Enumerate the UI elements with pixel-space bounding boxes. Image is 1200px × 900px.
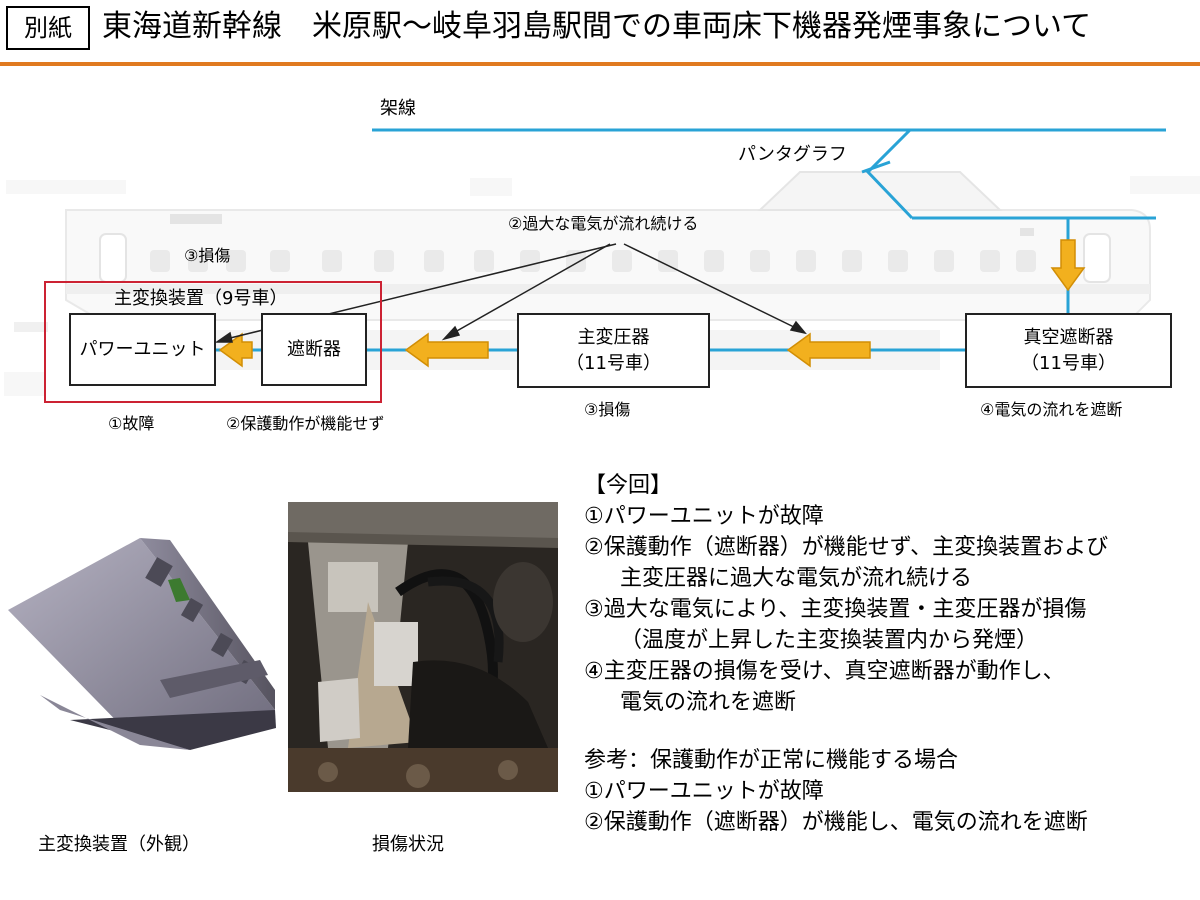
power-wiring <box>214 128 1166 352</box>
converter-exterior-caption: 主変換装置（外観） <box>38 834 200 855</box>
excess-power-label: ②過大な電気が流れ続ける <box>508 214 699 233</box>
appendix-tag: 別紙 <box>6 6 90 50</box>
overhead-line-label: 架線 <box>380 98 416 119</box>
damage-label-top: ③損傷 <box>184 246 231 265</box>
failure-label: ①故障 <box>108 414 155 433</box>
arrow-to-converter <box>404 332 489 368</box>
reference-item: ②保護動作（遮断器）が機能し、電気の流れを遮断 <box>584 810 1088 835</box>
breaker-box: 遮断器 <box>261 313 367 386</box>
power-unit-label: パワーユニット <box>79 338 206 360</box>
page-title: 東海道新幹線 米原駅～岐阜羽島駅間での車両床下機器発煙事象について <box>102 9 1092 44</box>
converter-title: 主変換装置（9号車） <box>114 288 288 309</box>
protection-failed-label: ②保護動作が機能せず <box>226 414 385 433</box>
vacuum-breaker-car-label: （11号車） <box>1021 352 1116 374</box>
damage-label: ③損傷 <box>584 400 631 419</box>
note-item-continuation: （温度が上昇した主変換装置内から発煙） <box>620 628 1039 653</box>
power-unit-box: パワーユニット <box>69 313 216 386</box>
reference-item: ①パワーユニットが故障 <box>584 779 824 804</box>
converter-unit-frame <box>44 281 382 403</box>
transformer-car-label: （11号車） <box>566 352 661 374</box>
vacuum-breaker-label: 真空遮断器 <box>1023 326 1114 348</box>
explanation-notes: 【今回】 ①パワーユニットが故障 ②保護動作（遮断器）が機能せず、主変換装置およ… <box>584 470 1184 838</box>
note-item: ②保護動作（遮断器）が機能せず、主変換装置および <box>584 535 1109 560</box>
damage-condition-caption: 損傷状況 <box>372 834 444 855</box>
converter-exterior-photo <box>8 538 276 750</box>
note-item-continuation: 主変圧器に過大な電気が流れ続ける <box>620 566 973 591</box>
note-item: ①パワーユニットが故障 <box>584 504 824 529</box>
main-transformer-box: 主変圧器 （11号車） <box>517 313 710 388</box>
arrow-to-power-unit <box>218 332 253 368</box>
damage-condition-photo <box>288 502 558 792</box>
notes-heading: 【今回】 <box>584 473 673 498</box>
reference-heading: 参考：保護動作が正常に機能する場合 <box>584 748 959 773</box>
note-item: ④主変圧器の損傷を受け、真空遮断器が動作し、 <box>584 659 1065 684</box>
vacuum-breaker-box: 真空遮断器 （11号車） <box>965 313 1172 388</box>
current-flow-arrows <box>218 239 1086 368</box>
cutoff-label: ④電気の流れを遮断 <box>980 400 1123 419</box>
pantograph-label: パンタグラフ <box>738 144 847 165</box>
note-item: ③過大な電気により、主変換装置・主変圧器が損傷 <box>584 597 1087 622</box>
arrow-to-transformer <box>786 332 871 368</box>
note-item-continuation: 電気の流れを遮断 <box>620 690 797 715</box>
arrow-down-vcb <box>1050 239 1086 292</box>
breaker-label: 遮断器 <box>287 338 341 360</box>
title-underline <box>0 62 1200 66</box>
transformer-label: 主変圧器 <box>577 326 650 348</box>
train-diagram <box>4 128 1200 396</box>
